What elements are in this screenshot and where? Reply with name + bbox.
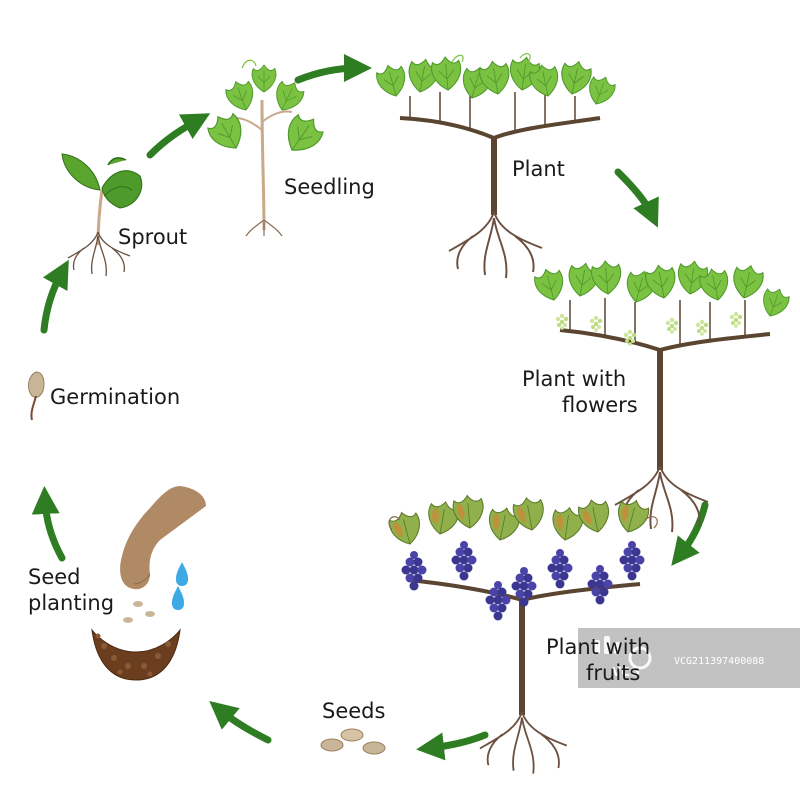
label-plant-with-fruits: Plant with fruits bbox=[546, 634, 650, 686]
label-plant-with-flowers: Plant with flowers bbox=[522, 366, 638, 418]
arrow-seeds-to-planting bbox=[209, 701, 272, 744]
watermark-code: VCG211397400088 bbox=[674, 656, 764, 667]
watermark: VCG VCG211397400088 bbox=[578, 628, 800, 688]
plant-with-fruits-illustration bbox=[386, 493, 658, 775]
label-plant-with-fruits-line1: Plant with bbox=[546, 635, 651, 659]
label-plant-with-flowers-line2: flowers bbox=[562, 393, 638, 417]
watermark-logo-text: VCG bbox=[612, 665, 640, 679]
label-plant-with-fruits-line2: fruits bbox=[586, 661, 641, 685]
label-germination: Germination bbox=[50, 385, 181, 409]
arrow-planting-to-germination bbox=[31, 486, 66, 562]
label-sprout: Sprout bbox=[118, 225, 188, 249]
arrow-germination-to-sprout bbox=[40, 259, 69, 334]
sprout-illustration bbox=[61, 153, 143, 277]
arrow-seedling-to-plant bbox=[294, 54, 372, 84]
label-seed-planting-line2: planting bbox=[28, 591, 115, 615]
germination-illustration bbox=[28, 371, 45, 421]
cycle-arrows bbox=[31, 54, 709, 761]
label-seed-planting-line1: Seed bbox=[28, 565, 81, 589]
label-plant-with-flowers-line1: Plant with bbox=[522, 367, 627, 391]
label-seeds: Seeds bbox=[322, 699, 386, 723]
arrow-flowers-to-fruits bbox=[671, 501, 709, 566]
arrow-plant-to-flowers bbox=[614, 168, 659, 228]
label-seed-planting: Seed planting bbox=[28, 564, 114, 616]
seed-planting-illustration bbox=[91, 486, 206, 681]
seeds-illustration bbox=[320, 728, 386, 755]
seedling-illustration bbox=[203, 59, 328, 237]
label-plant: Plant bbox=[512, 157, 565, 181]
arrow-sprout-to-seedling bbox=[146, 113, 211, 159]
arrow-fruits-to-seeds bbox=[416, 731, 489, 761]
plant-with-flowers-illustration bbox=[531, 258, 793, 533]
plant-illustration bbox=[373, 53, 619, 279]
label-seedling: Seedling bbox=[284, 175, 375, 199]
watermark-logo-icon bbox=[594, 636, 652, 670]
